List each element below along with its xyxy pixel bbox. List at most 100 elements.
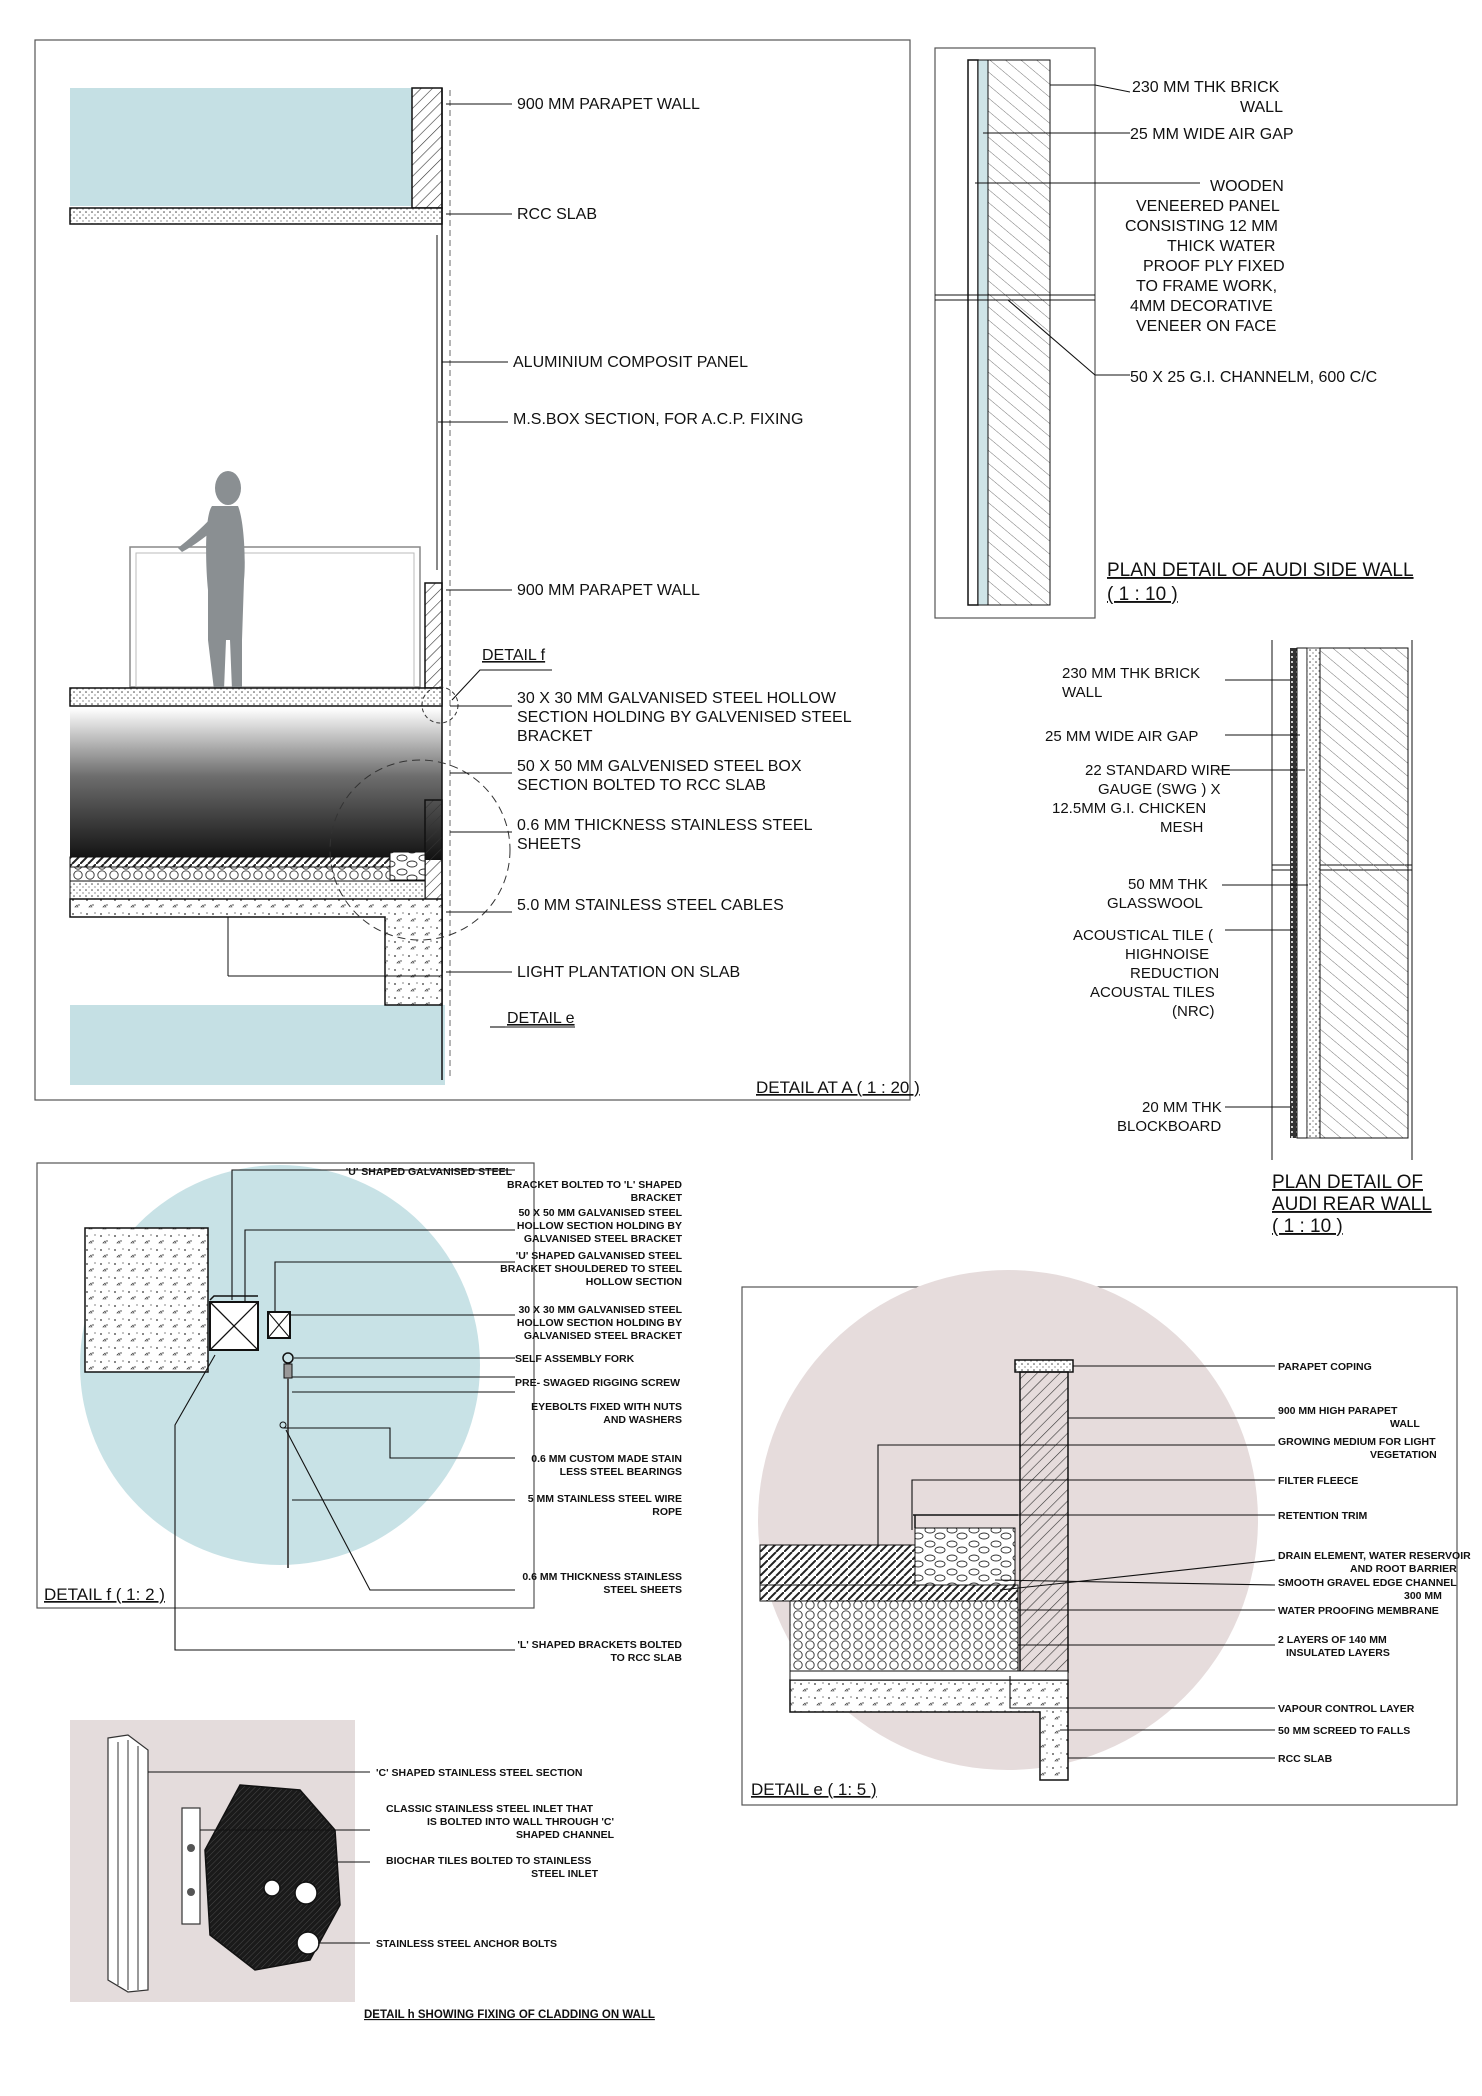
roof-layer-1 [69,856,426,868]
rear-label-mesh-2: GAUGE (SWG ) X [1098,781,1221,798]
plan-rear-labels: 230 MM THK BRICK WALL 25 MM WIDE AIR GAP… [1045,665,1432,1237]
label-parapet-mid: 900 MM PARAPET WALL [517,582,700,599]
f-label-0: 'U' SHAPED GALVANISED STEEL [346,1166,513,1178]
rear-tile-layer [1290,648,1297,1138]
e-label-14: VAPOUR CONTROL LAYER [1278,1703,1415,1715]
f-label-14: EYEBOLTS FIXED WITH NUTS [531,1401,682,1413]
beam [69,898,443,1006]
e-label-0: PARAPET COPING [1278,1361,1372,1373]
detail-f-title: DETAIL f ( 1: 2 ) [44,1585,165,1604]
rear-label-tile-3: REDUCTION [1130,965,1219,982]
label-detail-e-ref: DETAIL e [507,1010,575,1027]
e-label-4: VEGETATION [1370,1449,1437,1461]
rear-label-glass-2: GLASSWOOL [1107,895,1203,912]
e-label-15: 50 MM SCREED TO FALLS [1278,1725,1410,1737]
e-label-2: WALL [1390,1418,1420,1430]
detail-f-marker [421,686,459,724]
rear-label-tile-2: HIGHNOISE [1125,946,1209,963]
h-label-6: STAINLESS STEEL ANCHOR BOLTS [376,1938,557,1950]
f-label-2: BRACKET [631,1192,683,1204]
plan-side-labels: 230 MM THK BRICK WALL 25 MM WIDE AIR GAP… [1107,79,1414,605]
insulation-layers [789,1600,1019,1672]
detail-h-title: DETAIL h SHOWING FIXING OF CLADDING ON W… [364,2009,655,2021]
detail-e-marker [329,759,511,941]
label-ms-box: M.S.BOX SECTION, FOR A.C.P. FIXING [513,411,803,428]
side-label-wood-8: VENEER ON FACE [1136,318,1276,335]
side-label-brick-2: WALL [1240,99,1283,116]
f-label-16: 0.6 MM CUSTOM MADE STAIN [531,1453,682,1465]
f-label-3: 50 X 50 MM GALVANISED STEEL [518,1207,682,1219]
detail-a-title: DETAIL AT A ( 1 : 20 ) [756,1078,920,1097]
rear-label-mesh-3: 12.5MM G.I. CHICKEN [1052,800,1206,817]
h-label-2: IS BOLTED INTO WALL THROUGH 'C' [427,1816,614,1828]
biochar-tile [204,1784,341,1971]
detail-a-labels: 900 MM PARAPET WALL RCC SLAB ALUMINIUM C… [482,96,920,1097]
plan-rear-scale: ( 1 : 10 ) [1272,1216,1343,1237]
h-label-1: CLASSIC STAINLESS STEEL INLET THAT [386,1803,594,1815]
gravel-channel [914,1527,1016,1586]
rear-label-brick-1: 230 MM THK BRICK [1062,665,1200,682]
detail-e-frame [741,1286,1458,1806]
rear-label-airgap: 25 MM WIDE AIR GAP [1045,728,1198,745]
detail-f-slab [84,1227,209,1373]
label-hollow-2: SECTION HOLDING BY GALVENISED STEEL [517,709,852,726]
f-label-5: GALVANISED STEEL BRACKET [524,1233,683,1245]
label-acp: ALUMINIUM COMPOSIT PANEL [513,354,748,371]
side-label-channel: 50 X 25 G.I. CHANNELM, 600 C/C [1130,369,1377,386]
sky-bottom [70,1005,445,1085]
f-label-10: HOLLOW SECTION HOLDING BY [517,1317,682,1329]
rear-label-mesh-4: MESH [1160,819,1203,836]
h-label-3: SHAPED CHANNEL [516,1829,615,1841]
detail-a-frame [34,39,911,1101]
rear-brick-wall [1319,647,1409,1139]
e-label-10: 300 MM [1404,1590,1442,1602]
detail-e-title: DETAIL e ( 1: 5 ) [751,1780,877,1799]
e-label-7: DRAIN ELEMENT, WATER RESERVOIR [1278,1550,1471,1562]
f-label-18: 5 MM STAINLESS STEEL WIRE [528,1493,682,1505]
f-label-4: HOLLOW SECTION HOLDING BY [517,1220,682,1232]
e-label-8: AND ROOT BARRIER [1350,1563,1457,1575]
side-label-wood-5: PROOF PLY FIXED [1143,258,1285,275]
plan-side-scale: ( 1 : 10 ) [1107,584,1178,605]
interior-gradient [70,708,442,860]
rear-label-tile-1: ACOUSTICAL TILE ( [1073,927,1213,944]
label-ss-sheet-2: SHEETS [517,836,581,853]
rear-label-glass-1: 50 MM THK [1128,876,1208,893]
rear-label-tile-5: (NRC) [1172,1003,1215,1020]
sky-top [70,88,412,206]
e-label-12: 2 LAYERS OF 140 MM [1278,1634,1387,1646]
e-label-16: RCC SLAB [1278,1753,1333,1765]
detail-a-panel [34,39,911,1101]
steel-inlet [181,1807,201,1925]
f-label-6: 'U' SHAPED GALVANISED STEEL [516,1250,683,1262]
label-rcc-slab: RCC SLAB [517,206,597,223]
f-label-1: BRACKET BOLTED TO 'L' SHAPED [507,1179,682,1191]
side-label-wood-6: TO FRAME WORK, [1136,278,1277,295]
label-box-2: SECTION BOLTED TO RCC SLAB [517,777,766,794]
e-label-6: RETENTION TRIM [1278,1510,1367,1522]
label-cables: 5.0 MM STAINLESS STEEL CABLES [517,897,784,914]
label-detail-f-ref: DETAIL f [482,647,546,664]
plan-rear-title-1: PLAN DETAIL OF [1272,1172,1423,1193]
detail-f-frame [36,1162,535,1609]
side-label-wood-7: 4MM DECORATIVE [1130,298,1273,315]
rear-label-block-2: BLOCKBOARD [1117,1118,1221,1135]
f-label-17: LESS STEEL BEARINGS [560,1466,682,1478]
glass-railing [129,546,421,688]
parapet-coping [1014,1359,1074,1373]
plan-rear-panel [1215,640,1413,1160]
e-label-9: SMOOTH GRAVEL EDGE CHANNEL [1278,1577,1457,1589]
human-figure [178,471,245,690]
plan-rear-title-2: AUDI REAR WALL [1272,1194,1432,1215]
rear-label-mesh-1: 22 STANDARD WIRE [1085,762,1231,779]
growing-medium [759,1544,916,1586]
side-label-wood-1: WOODEN [1210,178,1284,195]
parapet-wall [1019,1371,1069,1673]
f-label-21: STEEL SHEETS [603,1584,682,1596]
detail-h-labels: 'C' SHAPED STAINLESS STEEL SECTION CLASS… [364,1767,655,2021]
e-label-1: 900 MM HIGH PARAPET [1278,1405,1398,1417]
h-label-4: BIOCHAR TILES BOLTED TO STAINLESS [386,1855,591,1867]
detail-e-labels: PARAPET COPING 900 MM HIGH PARAPET WALL … [751,1361,1471,1799]
detail-e-panel [741,1270,1458,1806]
